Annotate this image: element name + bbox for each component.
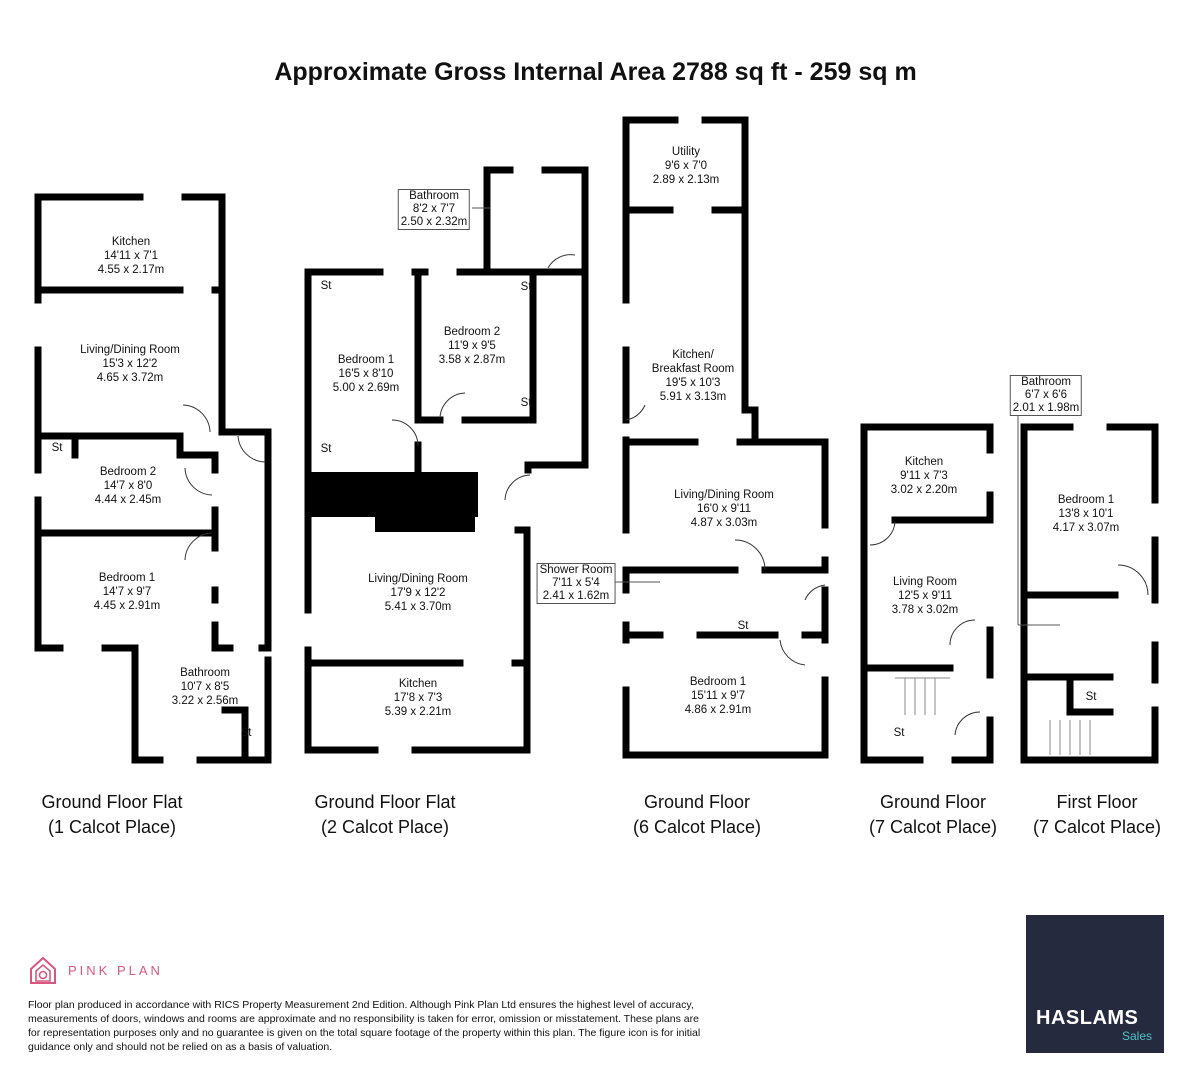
plan-7-first-walls: [1020, 423, 1159, 764]
plan-7-ground-walls: [860, 423, 994, 764]
storage-label: St: [51, 442, 63, 454]
house-logo-icon: [30, 956, 56, 984]
plan-caption: First Floor(7 Calcot Place): [1032, 792, 1162, 837]
storage-label: St: [737, 620, 749, 632]
storage-label: St: [240, 727, 252, 739]
storage-label: St: [520, 397, 532, 409]
plan-caption: Ground Floor(7 Calcot Place): [868, 792, 998, 837]
storage-label: St: [320, 443, 332, 455]
pink-plan-logo: PINK PLAN: [28, 955, 163, 985]
plan-caption: Ground Floor(6 Calcot Place): [632, 792, 762, 837]
leader-lines: [472, 207, 1060, 626]
page-title: Approximate Gross Internal Area 2788 sq …: [274, 58, 917, 86]
storage-label: St: [1085, 691, 1097, 703]
plan-caption: Ground Floor Flat(2 Calcot Place): [314, 792, 456, 837]
storage-label: St: [320, 280, 332, 292]
storage-label: St: [893, 727, 905, 739]
stairs: [895, 677, 1091, 755]
haslams-logo: HASLAMS Sales: [1026, 915, 1164, 1053]
plan-caption: Ground Floor Flat(1 Calcot Place): [41, 792, 183, 837]
plan-2-walls: [304, 166, 589, 754]
plan-1-walls: [34, 193, 272, 764]
plan-6-walls: [622, 116, 829, 759]
storage-label: St: [520, 281, 532, 293]
agent-name: HASLAMS: [1036, 1007, 1139, 1029]
disclaimer-text: Floor plan produced in accordance with R…: [28, 999, 701, 1053]
pink-plan-wordmark: PINK PLAN: [68, 962, 163, 978]
agent-sub: Sales: [1121, 1029, 1152, 1043]
door-arcs: [182, 254, 1149, 736]
